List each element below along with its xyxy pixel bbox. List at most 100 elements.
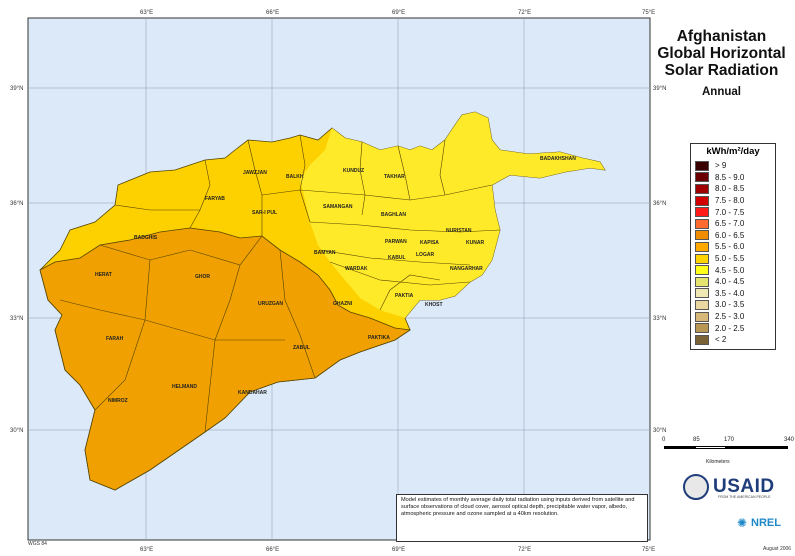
lat-label-left: 33°N <box>10 316 23 322</box>
province-label: BADAKHSHAN <box>540 156 576 162</box>
province-label: TAKHAR <box>384 174 405 180</box>
lon-label-bottom: 63°E <box>140 547 153 553</box>
legend-swatch <box>695 323 709 334</box>
legend-label: 2.0 - 2.5 <box>715 323 745 333</box>
legend-item: 4.5 - 5.0 <box>695 264 771 276</box>
legend-label: 8.0 - 8.5 <box>715 184 745 194</box>
lon-label-top: 63°E <box>140 10 153 16</box>
province-label: KABUL <box>388 255 406 261</box>
legend-item: 6.0 - 6.5 <box>695 230 771 242</box>
province-label: BAMYAN <box>314 250 336 256</box>
projection-label: WGS 84 <box>28 541 47 547</box>
legend-label: 7.0 - 7.5 <box>715 207 745 217</box>
province-label: KUNDUZ <box>343 168 364 174</box>
legend-item: 5.5 - 6.0 <box>695 241 771 253</box>
lon-label-top: 72°E <box>518 10 531 16</box>
scale-segment <box>695 446 726 449</box>
lon-label-bottom: 66°E <box>266 547 279 553</box>
scale-tick: 0 <box>662 437 666 443</box>
province-label: JAWZJAN <box>243 170 267 176</box>
legend-swatch <box>695 299 709 310</box>
lat-label-left: 39°N <box>10 86 23 92</box>
province-boundaries <box>59 134 501 433</box>
usaid-tagline: FROM THE AMERICAN PEOPLE <box>718 495 771 499</box>
map-date: August 2006 <box>763 546 792 552</box>
legend-item: > 9 <box>695 160 771 172</box>
province-label: KUNAR <box>466 240 484 246</box>
province-label: BAGHLAN <box>381 212 406 218</box>
zone-5-5-to-6-0 <box>39 227 412 491</box>
legend-swatch <box>695 241 709 252</box>
usaid-seal-icon <box>683 474 709 500</box>
legend-item: 2.5 - 3.0 <box>695 311 771 323</box>
province-label: FARAH <box>106 336 124 342</box>
province-label: SAR-I PUL <box>252 210 277 216</box>
lon-label-top: 66°E <box>266 10 279 16</box>
legend-label: 5.0 - 5.5 <box>715 254 745 264</box>
province-label: BADGHIS <box>134 235 158 241</box>
legend-swatch <box>695 288 709 299</box>
title-subject-line2: Solar Radiation <box>664 62 779 79</box>
province-label: WARDAK <box>345 266 368 272</box>
lat-label-right: 33°N <box>653 316 666 322</box>
legend-swatch <box>695 334 709 345</box>
province-label: PAKTIKA <box>368 335 390 341</box>
lat-label-left: 36°N <box>10 201 23 207</box>
map-title: Afghanistan Global Horizontal Solar Radi… <box>648 28 795 101</box>
province-label: SAMANGAN <box>323 204 353 210</box>
scale-unit: Kilometers <box>706 459 730 465</box>
legend-swatch <box>695 230 709 241</box>
legend-label: 4.0 - 4.5 <box>715 277 745 287</box>
lon-label-bottom: 72°E <box>518 547 531 553</box>
legend-label: 6.5 - 7.0 <box>715 219 745 229</box>
province-label: NANGARHAR <box>450 266 483 272</box>
legend-item: 5.0 - 5.5 <box>695 253 771 265</box>
scale-segment <box>664 446 695 449</box>
legend-label: 6.0 - 6.5 <box>715 230 745 240</box>
province-label: NIMROZ <box>108 398 128 404</box>
province-label: PAKTIA <box>395 293 414 299</box>
scale-tick: 340 <box>784 437 795 443</box>
nrel-wordmark: NREL <box>751 517 781 529</box>
nrel-logo: ✺ NREL <box>737 517 781 529</box>
province-label: NURISTAN <box>446 228 472 234</box>
legend-item: 2.0 - 2.5 <box>695 322 771 334</box>
province-label: LOGAR <box>416 252 434 258</box>
legend-swatch <box>695 265 709 276</box>
lat-label-left: 30°N <box>10 428 23 434</box>
legend-label: > 9 <box>715 161 727 171</box>
province-label: ZABUL <box>293 345 310 351</box>
legend-swatch <box>695 207 709 218</box>
province-label: KAPISA <box>420 240 439 246</box>
province-label: GHAZNI <box>333 301 353 307</box>
legend-label: 8.5 - 9.0 <box>715 172 745 182</box>
methodology-note: Model estimates of monthly average daily… <box>396 494 648 542</box>
legend-item: 6.5 - 7.0 <box>695 218 771 230</box>
legend-label: 3.5 - 4.0 <box>715 288 745 298</box>
province-label: GHOR <box>195 274 210 280</box>
usaid-logo: USAID <box>683 474 775 500</box>
legend-item: 7.5 - 8.0 <box>695 195 771 207</box>
province-label: BALKH <box>286 174 304 180</box>
province-label: KANDAHAR <box>238 390 267 396</box>
legend-label: 3.0 - 3.5 <box>715 300 745 310</box>
title-period: Annual <box>702 86 741 98</box>
lon-label-bottom: 75°E <box>642 547 655 553</box>
legend-item: 3.5 - 4.0 <box>695 288 771 300</box>
title-country: Afghanistan <box>676 28 767 45</box>
lat-label-right: 36°N <box>653 201 666 207</box>
legend-swatch <box>695 195 709 206</box>
lon-label-bottom: 69°E <box>392 547 405 553</box>
usaid-wordmark: USAID <box>713 476 775 497</box>
legend-label: 5.5 - 6.0 <box>715 242 745 252</box>
legend-swatch <box>695 172 709 183</box>
legend-item: < 2 <box>695 334 771 346</box>
province-label: FARYAB <box>205 196 225 202</box>
lat-label-right: 39°N <box>653 86 666 92</box>
legend-swatch <box>695 183 709 194</box>
province-label: PARWAN <box>385 239 407 245</box>
title-subject-line1: Global Horizontal <box>657 45 786 62</box>
